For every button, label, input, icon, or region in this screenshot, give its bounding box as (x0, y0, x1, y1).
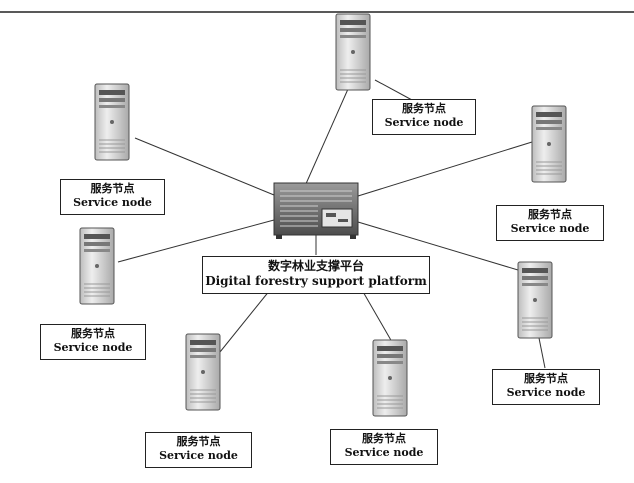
node-label-middle-left: 服务节点 Service node (40, 324, 146, 360)
node-label-en: Service node (510, 222, 590, 235)
node-label-bottom-right: 服务节点 Service node (330, 429, 438, 465)
platform-label-en: Digital forestry support platform (205, 274, 427, 288)
node-label-zh: 服务节点 (528, 208, 572, 221)
platform-label: 数字林业支撑平台 Digital forestry support platfo… (202, 256, 430, 294)
node-label-zh: 服务节点 (402, 102, 446, 115)
server-middle-right-icon (517, 261, 553, 339)
node-label-bottom-left: 服务节点 Service node (145, 432, 252, 468)
server-top-icon (335, 13, 371, 91)
link-mid-right-label (537, 332, 546, 369)
node-label-zh: 服务节点 (90, 182, 135, 195)
node-label-zh: 服务节点 (362, 432, 406, 445)
node-label-en: Service node (384, 116, 464, 129)
link-bottom-right (361, 289, 393, 343)
node-label-middle-right: 服务节点 Service node (492, 369, 600, 405)
node-label-en: Service node (344, 446, 424, 459)
server-bottom-right-icon (372, 339, 408, 417)
link-upper-left (134, 137, 275, 196)
node-label-en: Service node (159, 449, 238, 462)
link-bottom-left (219, 289, 271, 353)
platform-server-icon (273, 182, 359, 239)
server-upper-right-icon (531, 105, 567, 183)
server-middle-left-icon (79, 227, 115, 305)
link-upper-right (357, 141, 533, 197)
node-label-en: Service node (53, 341, 133, 354)
link-middle-left (117, 219, 275, 263)
node-label-zh: 服务节点 (524, 372, 568, 385)
node-label-zh: 服务节点 (71, 327, 115, 340)
node-label-top: 服务节点 Service node (372, 99, 476, 135)
platform-label-zh: 数字林业支撑平台 (267, 259, 364, 273)
link-top-label (374, 79, 413, 101)
link-top (304, 79, 353, 187)
server-upper-left-icon (94, 83, 130, 161)
connection-lines (117, 79, 546, 369)
node-label-zh: 服务节点 (176, 435, 221, 448)
node-label-en: Service node (73, 196, 152, 209)
server-bottom-left-icon (185, 333, 221, 411)
node-label-upper-right: 服务节点 Service node (496, 205, 604, 241)
link-middle-right (357, 221, 519, 271)
node-label-upper-left: 服务节点 Service node (60, 179, 165, 215)
node-label-en: Service node (506, 386, 586, 399)
